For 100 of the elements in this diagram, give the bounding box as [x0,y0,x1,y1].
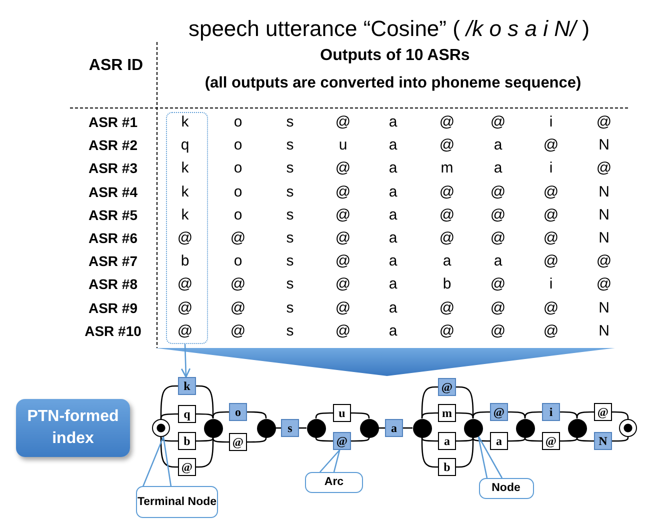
arc-line [612,411,629,419]
arc-line [560,437,578,442]
state-node [360,418,378,438]
state-node [412,418,432,438]
phoneme-symbol: @ [543,184,559,200]
phoneme-symbol: i [549,160,553,176]
arc-line [456,437,474,442]
phoneme-symbol: @ [335,300,351,316]
phoneme-symbol: b [180,254,190,269]
phoneme-symbol: s [286,276,294,292]
phoneme-symbol: @ [335,184,351,200]
row-heading: ASR #6 [88,231,138,245]
phoneme-symbol: k [181,207,189,222]
arc-line [560,411,578,418]
phoneme-symbol: u [338,138,348,153]
phoneme-symbol: o [234,160,242,176]
phoneme-symbol: s [286,323,294,338]
phoneme-symbol: @ [335,323,351,338]
phoneme-symbol: @ [230,230,246,246]
phoneme-symbol: N [598,207,610,222]
phoneme-symbol: o [234,207,242,222]
arc-line [524,437,542,442]
phoneme-symbol: k [181,114,189,130]
arc-line [612,436,629,442]
state-node [516,418,534,438]
phoneme-box: u [333,404,351,422]
row-heading: ASR #7 [88,254,138,268]
phoneme-symbol: i [549,114,553,130]
phoneme-box: @ [229,433,247,451]
arc-line [421,438,438,468]
phoneme-symbol: N [598,138,610,153]
phoneme-symbol: q [180,138,190,153]
column-heading: Outputs of 10 ASRs [320,48,470,64]
phoneme-symbol: @ [543,230,559,246]
row-heading: ASR #10 [84,324,142,338]
phoneme-symbol: s [286,160,294,176]
phoneme-symbol: @ [596,276,612,292]
phoneme-symbol: a [388,323,398,338]
arc-line [472,411,490,418]
phoneme-symbol: s [286,114,294,130]
arc-line [421,412,438,418]
phoneme-box: N [594,432,612,450]
phoneme-symbol: @ [439,230,455,246]
phoneme-symbol: @ [490,300,506,316]
arc-line [508,411,526,418]
arc-line [351,437,370,442]
phoneme-symbol: @ [596,254,612,269]
terminal-node [152,419,170,437]
phoneme-box: a [490,432,508,450]
phoneme-symbol: @ [596,160,612,176]
callout-box: Node [478,478,534,498]
state-node [204,418,222,438]
phoneme-box: q [178,405,196,423]
row-heading: ASR #8 [88,277,138,292]
phoneme-symbol: @ [439,300,455,316]
arc-line [524,411,542,418]
phoneme-box: @ [542,432,560,450]
arc-line [421,386,438,418]
row-heading: ASR #1 [88,115,138,129]
phoneme-symbol: @ [490,276,506,292]
phoneme-symbol: @ [439,184,455,200]
phoneme-symbol: s [286,300,294,316]
arc-line [315,412,333,418]
phoneme-symbol: @ [335,114,351,130]
phoneme-symbol: o [234,114,242,130]
phoneme-symbol: m [440,160,454,176]
arc-line [247,411,267,418]
phoneme-symbol: a [494,160,502,176]
phoneme-symbol: N [598,300,610,316]
phoneme-symbol: N [598,323,610,338]
phoneme-symbol: o [234,138,242,153]
phoneme-box: @ [178,458,196,476]
phoneme-symbol: a [388,138,398,153]
phoneme-symbol: @ [543,323,559,338]
arc-line [160,413,178,420]
row-heading: ASR #4 [88,184,138,199]
column-heading: (all outputs are converted into phoneme sequence) [204,75,582,91]
index-box: PTN-formed index [16,399,130,457]
phoneme-box: @ [333,432,351,450]
arc-line [508,437,526,442]
phoneme-symbol: k [181,184,189,200]
row-heading: ASR #9 [88,300,138,315]
phoneme-symbol: @ [335,276,351,292]
phoneme-symbol: N [598,230,610,246]
phoneme-box: b [438,458,456,476]
arc-line [576,437,594,442]
phoneme-symbol: @ [439,207,455,222]
phoneme-symbol: k [181,160,189,176]
phoneme-symbol: a [442,254,452,269]
phoneme-box: @ [438,378,456,396]
phoneme-symbol: @ [490,207,506,222]
phoneme-symbol: a [388,300,398,316]
phoneme-box: a [438,432,456,450]
phoneme-symbol: a [388,184,398,200]
phoneme-symbol: @ [230,323,246,338]
phoneme-box: a [385,419,403,437]
arc-line [351,412,370,418]
phoneme-box: i [542,403,560,421]
callout-box: Terminal Node [136,486,218,518]
phoneme-symbol: @ [490,184,506,200]
